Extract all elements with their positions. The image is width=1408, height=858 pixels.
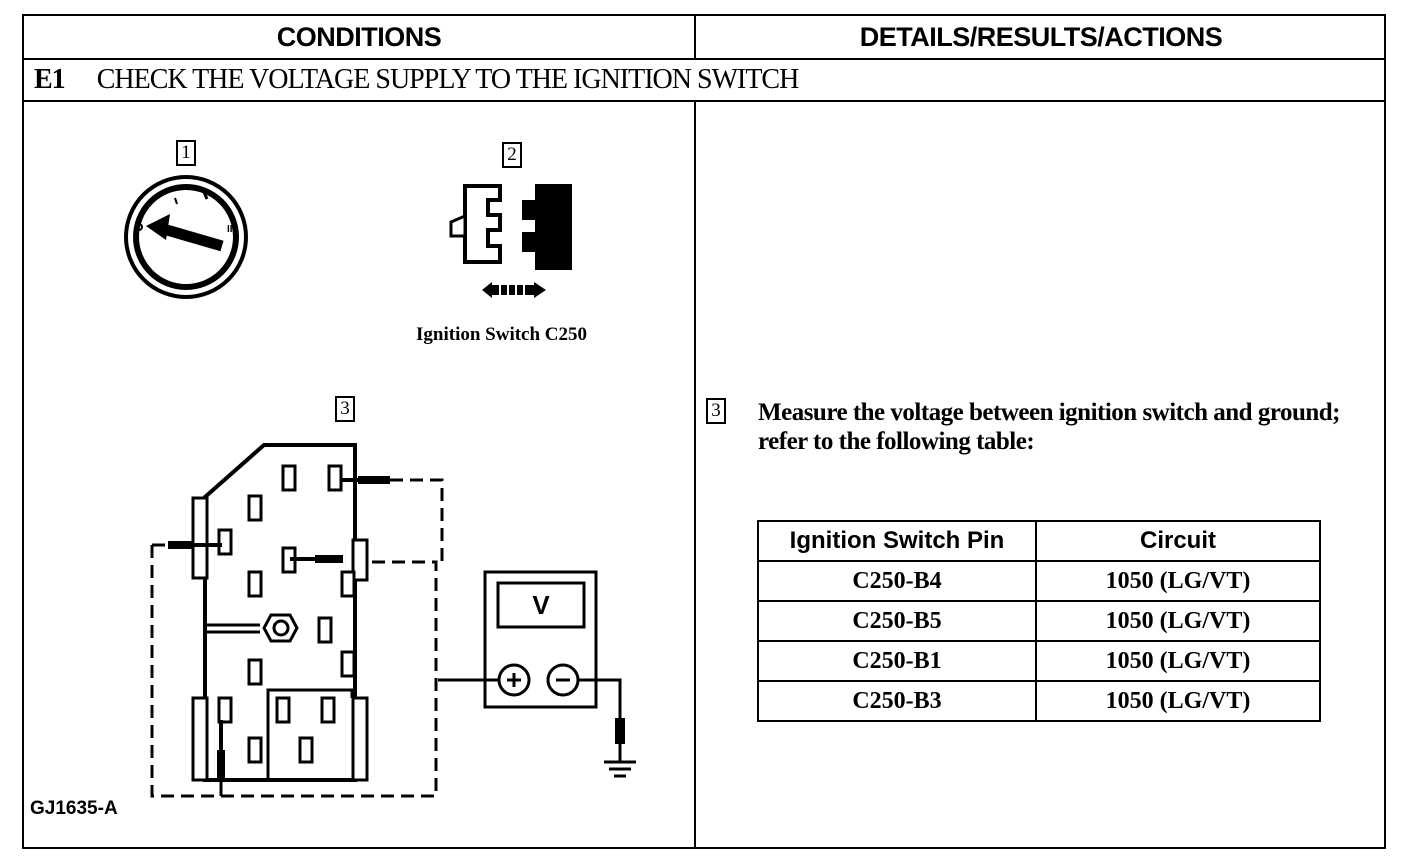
column-header-circuit: Circuit	[1035, 520, 1321, 562]
figure-id: GJ1635-A	[30, 798, 118, 819]
svg-text:III: III	[227, 224, 236, 235]
meter-label: V	[532, 589, 550, 620]
connector-c250-icon	[449, 184, 572, 298]
circuit-cell: 1050 (LG/VT)	[1035, 560, 1321, 602]
circuit-cell: 1050 (LG/VT)	[1035, 600, 1321, 642]
callout-2: 2	[502, 142, 522, 168]
pin-cell: C250-B3	[757, 680, 1037, 722]
table-row: C250-B3 1050 (LG/VT)	[757, 680, 1321, 722]
step-rule	[24, 100, 1384, 102]
procedure-frame: CONDITIONS DETAILS/RESULTS/ACTIONS E1 CH…	[22, 14, 1386, 849]
step-title: CHECK THE VOLTAGE SUPPLY TO THE IGNITION…	[96, 64, 800, 95]
callout-1: 1	[176, 140, 196, 166]
pin-cell: C250-B4	[757, 560, 1037, 602]
step-title-row: E1 CHECK THE VOLTAGE SUPPLY TO THE IGNIT…	[24, 60, 800, 100]
pin-table: Ignition Switch Pin Circuit C250-B4 1050…	[757, 520, 1321, 722]
conditions-header: CONDITIONS	[24, 16, 696, 58]
table-header-row: Ignition Switch Pin Circuit	[757, 520, 1321, 562]
instruction-callout: 3	[706, 398, 726, 424]
details-header: DETAILS/RESULTS/ACTIONS	[859, 21, 1223, 52]
instruction-text: Measure the voltage between ignition swi…	[758, 399, 1341, 455]
table-row: C250-B4 1050 (LG/VT)	[757, 560, 1321, 602]
column-divider	[694, 100, 696, 849]
callout-3: 3	[335, 396, 355, 422]
column-header-pin: Ignition Switch Pin	[757, 520, 1037, 562]
ignition-key-switch-icon: III	[124, 175, 248, 299]
ground-icon	[604, 760, 636, 778]
connector-caption: Ignition Switch C250	[416, 324, 588, 345]
ignition-switch-connector-face	[191, 443, 369, 782]
table-row: C250-B1 1050 (LG/VT)	[757, 640, 1321, 682]
circuit-cell: 1050 (LG/VT)	[1035, 680, 1321, 722]
pin-cell: C250-B5	[757, 600, 1037, 642]
header-rule	[24, 58, 1384, 60]
probe-dashed-loops	[150, 478, 444, 798]
pin-cell: C250-B1	[757, 640, 1037, 682]
test-probes	[168, 476, 390, 796]
circuit-cell: 1050 (LG/VT)	[1035, 640, 1321, 682]
voltmeter	[438, 570, 636, 778]
step-code: E1	[34, 64, 66, 95]
table-row: C250-B5 1050 (LG/VT)	[757, 600, 1321, 642]
